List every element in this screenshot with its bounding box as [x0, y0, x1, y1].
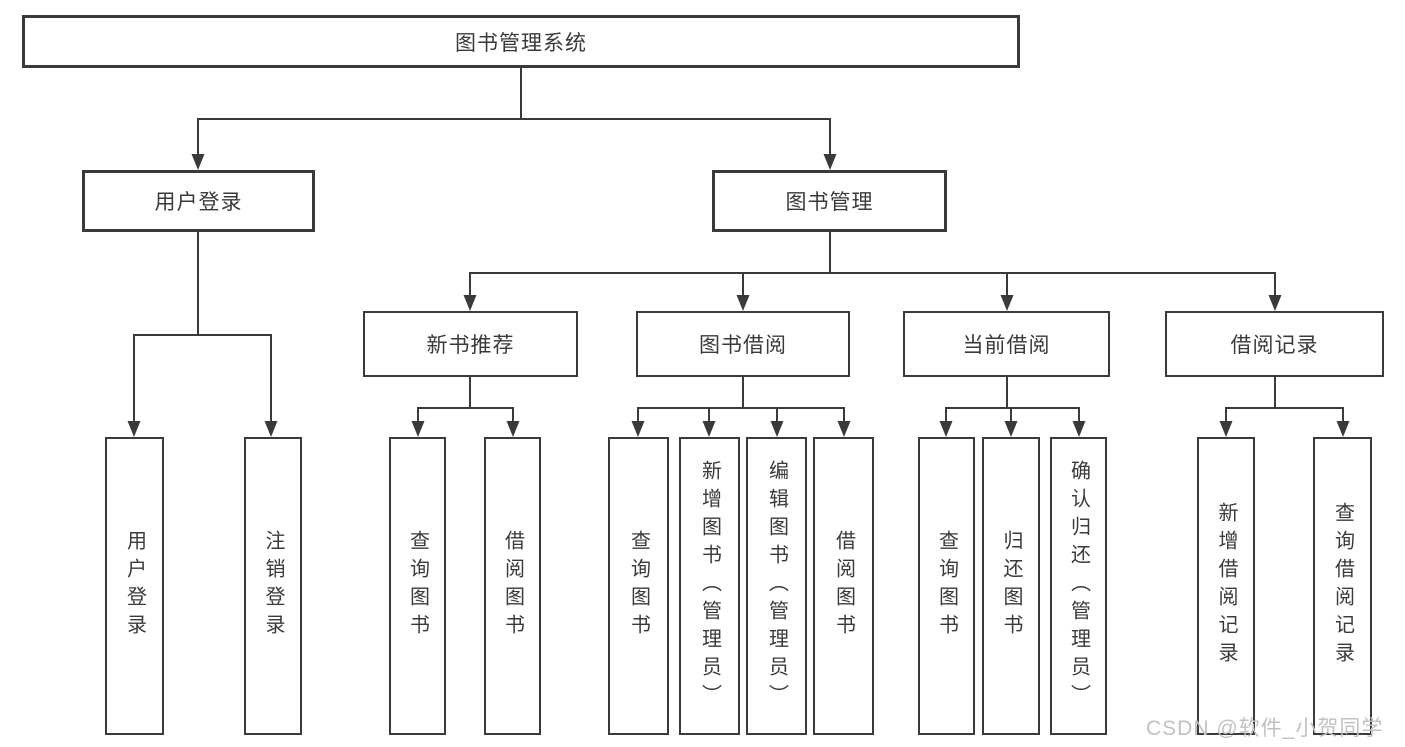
borrowing-records-branch [1219, 377, 1350, 437]
node-current-borrowing: 当前借阅 [903, 311, 1110, 377]
user-login-branch [127, 232, 278, 437]
leaf-label: 新增借阅记录 [1215, 502, 1237, 670]
leaf-add-books-admin: 新增图书（管理员） [679, 437, 740, 735]
leaf-edit-books-admin: 编辑图书（管理员） [746, 437, 807, 735]
leaf-add-borrow-record: 新增借阅记录 [1197, 437, 1255, 735]
leaf-label: 查询借阅记录 [1331, 502, 1354, 670]
node-book-management: 图书管理 [712, 170, 947, 232]
leaf-label: 用户登录 [123, 530, 146, 642]
node-book-borrowing: 图书借阅 [636, 311, 850, 377]
leaf-label: 借阅图书 [832, 530, 855, 642]
root-branch [191, 68, 837, 170]
leaf-label: 归还图书 [1000, 530, 1022, 642]
leaf-label: 查询图书 [406, 530, 429, 642]
leaf-logout: 注销登录 [244, 437, 302, 735]
book-borrowing-branch [631, 377, 851, 437]
leaf-borrow-books-2: 借阅图书 [813, 437, 874, 735]
leaf-label: 注销登录 [262, 530, 284, 642]
leaf-label: 编辑图书（管理员） [765, 460, 788, 712]
new-book-recommend-branch [411, 377, 520, 437]
node-borrowing-records: 借阅记录 [1165, 311, 1384, 377]
leaf-label: 确认归还（管理员） [1067, 460, 1090, 712]
leaf-return-books: 归还图书 [982, 437, 1040, 735]
node-root: 图书管理系统 [22, 15, 1020, 68]
leaf-query-borrow-record: 查询借阅记录 [1313, 437, 1372, 735]
watermark: CSDN @软件_小贺同学 [1146, 717, 1384, 740]
current-borrowing-branch [939, 377, 1086, 437]
leaf-label: 新增图书（管理员） [698, 460, 721, 712]
leaf-borrow-books-1: 借阅图书 [484, 437, 541, 735]
leaf-label: 查询图书 [935, 530, 958, 642]
leaf-query-books-2: 查询图书 [608, 437, 669, 735]
book-management-branch [463, 232, 1282, 311]
leaf-query-books-3: 查询图书 [918, 437, 975, 735]
node-user-login: 用户登录 [82, 170, 315, 232]
leaf-confirm-return-admin: 确认归还（管理员） [1050, 437, 1107, 735]
leaf-label: 借阅图书 [501, 530, 524, 642]
leaf-query-books-1: 查询图书 [389, 437, 446, 735]
leaf-user-login: 用户登录 [105, 437, 164, 735]
leaf-label: 查询图书 [627, 530, 650, 642]
node-new-book-recommend: 新书推荐 [363, 311, 578, 377]
